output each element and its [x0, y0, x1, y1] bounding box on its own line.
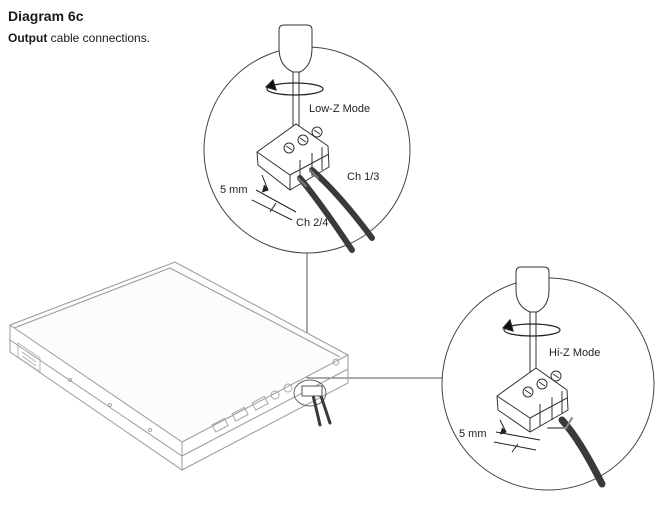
low-z-strip-dimension	[251, 174, 297, 221]
hi-z-callout: Hi-Z Mode 5 mm	[441, 266, 655, 491]
vent-grille	[17, 342, 41, 373]
rear-panel-connectors	[68, 358, 340, 433]
subtitle-bold: Output	[8, 31, 48, 45]
low-z-cables	[297, 167, 375, 253]
low-z-strip-label: 5 mm	[220, 184, 248, 196]
hi-z-mode-label: Hi-Z Mode	[549, 347, 600, 359]
hi-z-rotation-arrow-icon	[501, 318, 561, 337]
low-z-mode-label: Low-Z Mode	[309, 103, 370, 115]
low-z-screwdriver-icon	[278, 24, 313, 135]
hi-z-terminal-block	[496, 367, 569, 433]
low-z-ch-a-label: Ch 1/3	[347, 171, 379, 183]
low-z-ch-b-label: Ch 2/4	[296, 217, 328, 229]
hi-z-cable	[547, 416, 606, 488]
amplifier-device	[8, 261, 350, 471]
hi-z-strip-label: 5 mm	[459, 428, 487, 440]
device-cables	[311, 391, 332, 427]
subtitle-rest: cable connections.	[47, 31, 151, 45]
hi-z-screwdriver-icon	[515, 266, 550, 375]
diagram-title: Diagram 6c	[8, 8, 84, 24]
hi-z-strip-dimension	[493, 419, 541, 453]
low-z-rotation-arrow-icon	[264, 78, 324, 96]
device-connector	[301, 385, 323, 397]
low-z-terminal-block	[256, 123, 330, 191]
low-z-callout: Low-Z Mode Ch 1/3 Ch 2/4 5 mm	[203, 24, 411, 254]
diagram-subtitle: Output cable connections.	[8, 31, 150, 45]
